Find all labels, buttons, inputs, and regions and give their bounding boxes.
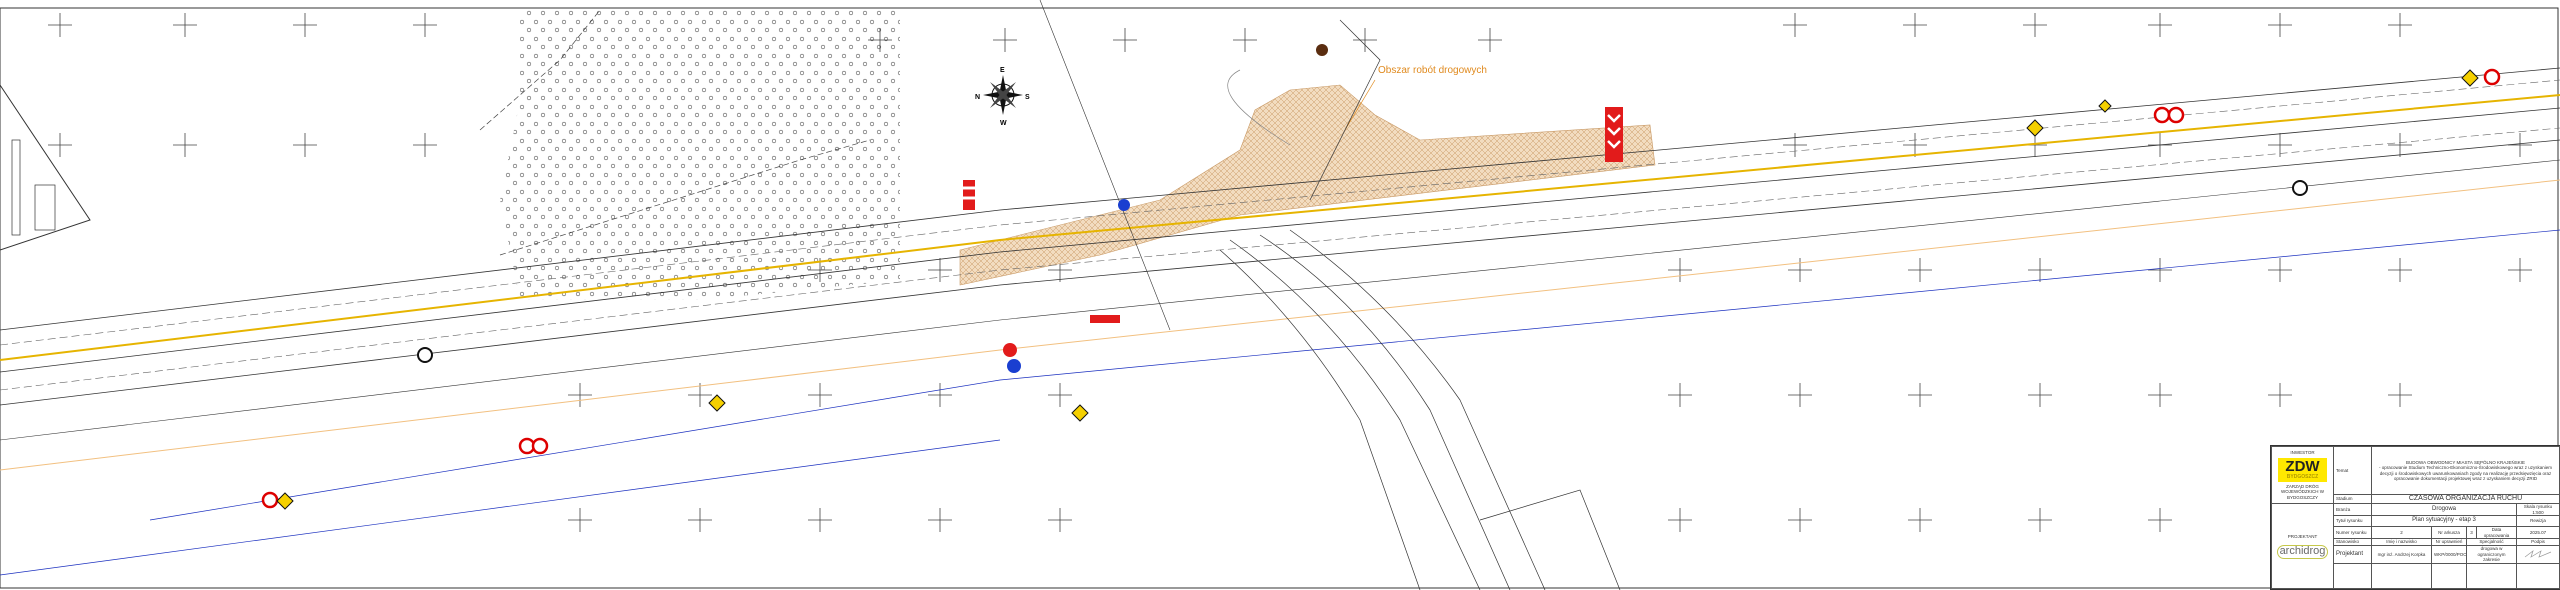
warning-sign-icon — [2026, 119, 2044, 137]
topic-label: Temat — [2333, 446, 2372, 495]
specialty-label: Specjalność — [2466, 538, 2517, 546]
work-area-label: Obszar robót drogowych — [1378, 65, 1487, 76]
revision-label: Rewizja — [2516, 515, 2560, 527]
signature — [2516, 545, 2560, 564]
stage-value: CZASOWA ORGANIZACJA RUCHU — [2371, 494, 2560, 504]
topic-description: - opracowanie Studium Techniczno-Ekonomi… — [2379, 465, 2552, 481]
barrier-icon — [1090, 315, 1120, 323]
compass-w: W — [1000, 120, 1007, 127]
side-road — [1039, 0, 1621, 590]
orange-boundary — [0, 179, 2560, 471]
prohibition-sign-icon — [2483, 68, 2501, 86]
warning-sign-icon — [1071, 404, 1089, 422]
compass-s: S — [1025, 94, 1030, 101]
branch-value: Drogowa — [2371, 503, 2517, 516]
name-label: Imię i nazwisko — [2371, 538, 2432, 546]
work-area-hatch — [959, 84, 1656, 286]
prohibition-sign-icon — [2153, 106, 2171, 124]
designer-specialty: drogowa w ograniczonym zakresie — [2466, 545, 2517, 564]
prohibition-sign-icon — [531, 437, 549, 455]
warning-sign-icon — [708, 394, 726, 412]
railway-line — [0, 84, 91, 251]
investor-name: ZARZĄD DRÓG WOJEWÓDZKICH W BYDGOSZCZY — [2281, 483, 2324, 500]
designer-role: Projektant — [2333, 545, 2372, 564]
investor-label: INWESTOR — [2290, 450, 2315, 455]
traffic-signs — [261, 44, 2501, 510]
drawing-title-label: Tytuł rysunku — [2333, 515, 2372, 527]
designer-label: PROJEKTANT — [2287, 533, 2318, 539]
license-label: Nr uprawnień — [2431, 538, 2467, 546]
date-value: 2025.07 — [2516, 526, 2560, 539]
signature-label: Podpis — [2516, 538, 2560, 546]
barrier-icon — [963, 180, 975, 210]
topic-title: BUDOWA OBWODNICY MIASTA SĘPÓLNO KRAJEŃSK… — [2406, 459, 2525, 465]
drawing-no-label: Numer rysunku — [2333, 526, 2372, 539]
warning-sign-icon — [276, 492, 294, 510]
yellow-centerline — [0, 94, 2560, 361]
chevron-barrier-icon — [1605, 107, 1623, 162]
tree-symbol-icon — [1316, 44, 1328, 56]
branch-label: Branża — [2333, 503, 2372, 516]
warning-sign-icon — [2461, 69, 2479, 87]
compass-n: N — [975, 94, 980, 101]
archidrog-logo: archidrog — [2276, 545, 2329, 559]
position-label: Stanowisko — [2333, 538, 2372, 546]
designer-license: WKP/0000/POOD/00 — [2431, 545, 2467, 564]
compass-e: E — [1000, 67, 1005, 74]
end-restriction-sign-icon — [2292, 180, 2308, 196]
designer-name: mgr inż. Andrzej Korpka — [2371, 545, 2432, 564]
end-restriction-sign-icon — [417, 347, 433, 363]
building — [34, 184, 56, 231]
scale-label: Skala rysunku — [2523, 504, 2553, 510]
sheet-border — [0, 7, 2559, 589]
mandatory-direction-sign-icon — [1118, 199, 1130, 211]
stage-label: Stadium — [2333, 494, 2372, 504]
sheet-value: 3 — [2466, 526, 2477, 539]
date-label: Data opracowania — [2476, 526, 2517, 539]
no-entry-sign-icon — [1003, 343, 1017, 357]
prohibition-sign-icon — [261, 491, 279, 509]
drawing-title-value: Plan sytuacyjny - etap 3 — [2371, 515, 2517, 527]
main-road — [0, 67, 2560, 576]
mandatory-direction-sign-icon — [1007, 359, 1021, 373]
building — [11, 139, 21, 236]
blue-line — [149, 229, 2560, 521]
compass-rose-icon: N S E W — [975, 67, 1030, 127]
sheet-label: Nr arkusza — [2431, 526, 2467, 539]
prohibition-sign-icon — [2167, 106, 2185, 124]
warning-sign-icon — [2098, 99, 2112, 113]
drawing-no-value: 2 — [2371, 526, 2432, 539]
scale-value: 1:500 — [2532, 509, 2544, 515]
tree-area — [500, 10, 900, 300]
